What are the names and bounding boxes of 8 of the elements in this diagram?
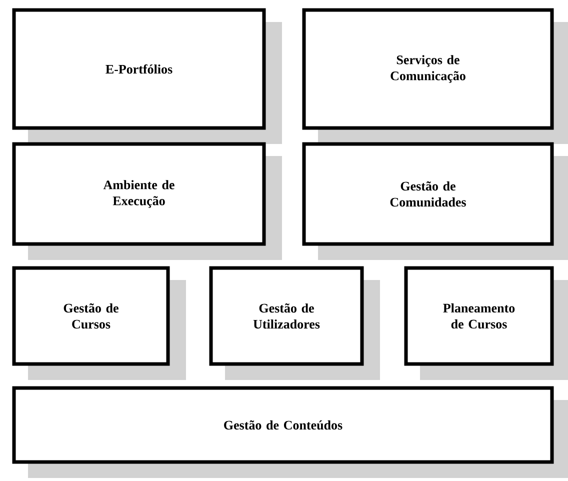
module-box: Gestão de Utilizadores bbox=[209, 266, 364, 366]
module-box: Ambiente de Execução bbox=[12, 142, 266, 246]
module-box: Planeamento de Cursos bbox=[404, 266, 554, 366]
module-box: Serviços de Comunicação bbox=[302, 8, 554, 130]
module-box: Gestão de Cursos bbox=[12, 266, 170, 366]
module-box: E-Portfólios bbox=[12, 8, 266, 130]
module-box: Gestão de Comunidades bbox=[302, 142, 554, 246]
module-box: Gestão de Conteúdos bbox=[12, 386, 554, 464]
